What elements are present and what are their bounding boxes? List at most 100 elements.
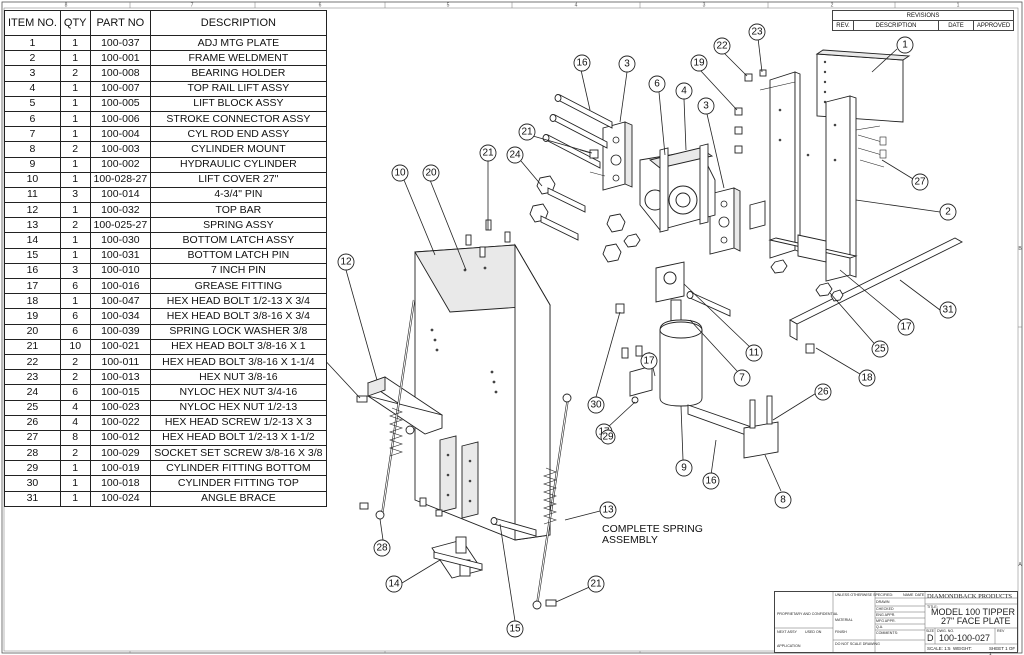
bom-description: SPRING ASSY	[150, 217, 327, 234]
bom-qty: 8	[59, 429, 91, 447]
balloon-17: 17	[640, 352, 658, 370]
tb-next-assy: NEXT ASSY	[777, 630, 797, 634]
balloon-21: 21	[479, 144, 497, 162]
svg-text:21: 21	[521, 127, 533, 138]
top-bar-part	[367, 376, 443, 435]
bom-description: CYLINDER FITTING TOP	[150, 475, 327, 492]
bom-part-no: 100-039	[89, 323, 152, 340]
bom-description: BEARING HOLDER	[150, 65, 327, 82]
bom-description: STROKE CONNECTOR ASSY	[150, 110, 327, 128]
complete-spring-assembly-note: COMPLETE SPRING ASSEMBLY	[602, 523, 703, 546]
bom-part-no: 100-004	[89, 126, 152, 143]
bom-qty: 1	[59, 460, 91, 477]
tb-do-not-scale: DO NOT SCALE DRAWING	[835, 642, 880, 646]
bom-item-no: 26	[4, 414, 61, 431]
tb-date-label: DATE	[915, 593, 925, 597]
bom-part-no: 100-025-27	[89, 217, 152, 234]
bom-item-no: 8	[4, 141, 61, 158]
bom-part-no: 100-013	[89, 369, 152, 386]
balloon-19: 19	[690, 54, 708, 72]
tb-title-line2: 27" FACE PLATE	[941, 616, 1011, 626]
balloon-26: 26	[814, 383, 832, 401]
bom-item-no: 4	[4, 80, 61, 97]
bom-item-no: 22	[4, 353, 61, 371]
bom-description: HEX HEAD BOLT 3/8-16 X 1-1/4	[150, 353, 327, 371]
svg-text:14: 14	[388, 579, 400, 590]
zone-mark: 6	[319, 3, 322, 9]
revisions-table: REVISIONS REV. DESCRIPTION DATE APPROVED	[832, 10, 1014, 31]
bom-item-no: 25	[4, 399, 61, 416]
bom-item-no: 20	[4, 323, 61, 340]
lift-cover-part	[414, 219, 551, 541]
svg-text:29: 29	[602, 432, 614, 443]
tb-weight: WEIGHT:	[953, 646, 972, 651]
bom-qty: 3	[59, 262, 91, 280]
svg-text:3: 3	[624, 59, 630, 70]
balloon-21: 21	[587, 575, 605, 593]
bom-part-no: 100-008	[89, 65, 152, 82]
bom-item-no: 1	[4, 34, 61, 52]
bom-item-no: 18	[4, 293, 61, 310]
bom-description: BOTTOM LATCH PIN	[150, 247, 327, 264]
bom-description: ANGLE BRACE	[150, 490, 327, 507]
balloon-6: 6	[648, 75, 666, 93]
tb-rev-label: REV	[997, 629, 1005, 633]
bom-description: HEX HEAD SCREW 1/2-13 X 3	[150, 414, 327, 431]
bom-item-no: 15	[4, 247, 61, 264]
bom-qty: 4	[59, 399, 91, 416]
title-block: UNLESS OTHERWISE SPECIFIED: NAME DATE DR…	[774, 591, 1018, 655]
zone-mark: 3	[703, 3, 706, 9]
bom-item-no: 2	[4, 50, 61, 67]
bom-description: LIFT BLOCK ASSY	[150, 95, 327, 112]
bom-description: LIFT COVER 27"	[150, 171, 327, 188]
tb-mfg-appr: MFG APPR.	[876, 619, 896, 623]
bom-qty: 2	[59, 445, 91, 462]
svg-text:21: 21	[590, 579, 602, 590]
bearing-holder-right-part	[709, 187, 741, 255]
balloon-14: 14	[385, 575, 403, 593]
svg-text:27: 27	[914, 177, 926, 188]
svg-text:3: 3	[703, 101, 709, 112]
bom-part-no: 100-003	[89, 141, 152, 158]
balloon-24: 24	[506, 146, 524, 164]
svg-text:1: 1	[902, 40, 908, 51]
title-block-grid	[775, 592, 1017, 652]
tb-comments: COMMENTS:	[876, 631, 898, 635]
svg-text:13: 13	[602, 505, 614, 516]
seven-inch-pins-part	[542, 94, 613, 169]
bom-description: NYLOC HEX NUT 1/2-13	[150, 399, 327, 416]
bom-part-no: 100-024	[89, 490, 152, 507]
bom-header-description: DESCRIPTION	[150, 10, 327, 36]
bom-qty: 1	[59, 247, 91, 264]
bom-qty: 6	[59, 308, 91, 325]
bom-part-no: 100-016	[89, 277, 152, 295]
bom-item-no: 16	[4, 262, 61, 280]
bolt-cluster-27	[857, 134, 887, 168]
bom-description: 4-3/4" PIN	[150, 186, 327, 204]
tb-size-label: SIZE	[926, 629, 934, 633]
leader-lines	[319, 37, 941, 622]
bom-part-no: 100-023	[89, 399, 152, 416]
tb-name-label: NAME	[903, 593, 914, 597]
bom-description: FRAME WELDMENT	[150, 50, 327, 67]
frame-weldment-part	[749, 71, 887, 282]
bom-part-no: 100-019	[89, 460, 152, 477]
balloon-31: 31	[939, 301, 957, 319]
bom-qty: 2	[59, 353, 91, 371]
tb-qa: Q.A.	[876, 625, 884, 629]
zone-mark: 4	[575, 3, 578, 9]
svg-text:25: 25	[874, 344, 886, 355]
zone-mark: A	[1018, 562, 1022, 568]
bottom-latch-assy-part	[431, 536, 483, 579]
bottom-latch-pin-part	[490, 517, 537, 537]
svg-text:7: 7	[739, 373, 745, 384]
